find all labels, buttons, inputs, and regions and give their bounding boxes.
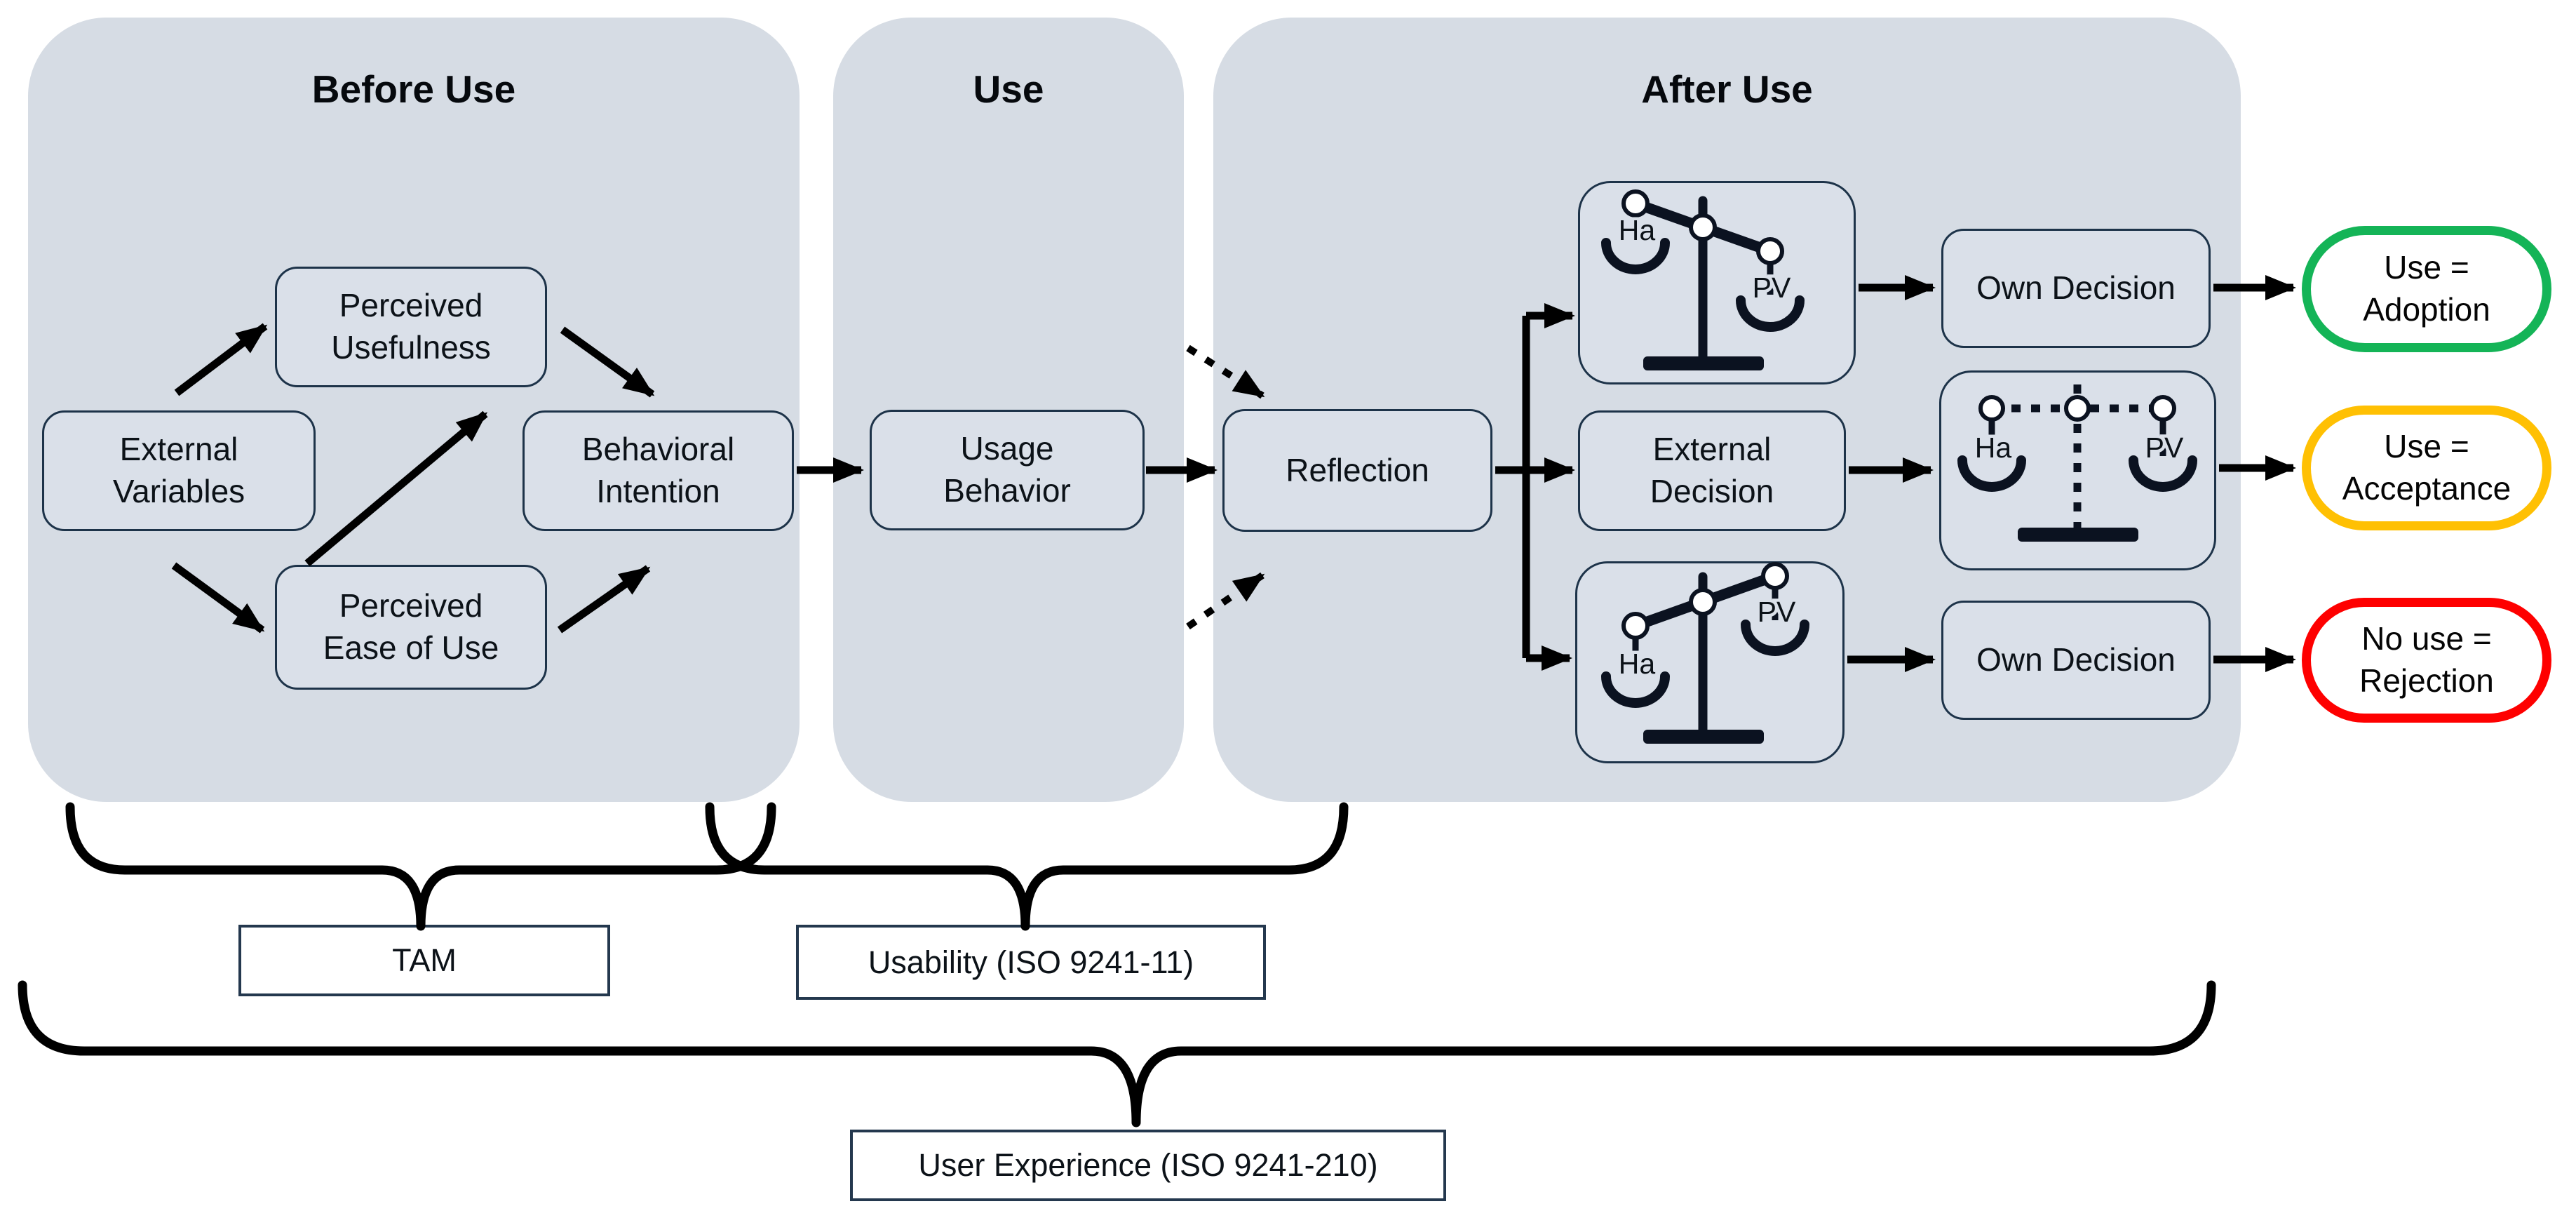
node-label: Reflection bbox=[1286, 451, 1429, 488]
node-label: Own Decision bbox=[1976, 641, 2176, 678]
framework-label-text: Usability (ISO 9241-11) bbox=[868, 944, 1194, 980]
framework-label-tam: TAM bbox=[238, 925, 610, 996]
node-label: Behavior bbox=[943, 472, 1071, 509]
scale-box-ha-heavier bbox=[1575, 561, 1845, 763]
outcome-label: Rejection bbox=[2359, 662, 2494, 699]
node-label: Perceived bbox=[339, 287, 483, 324]
brace-usability bbox=[705, 802, 1349, 931]
node-label: Usefulness bbox=[331, 329, 491, 366]
outcome-label: Acceptance bbox=[2342, 470, 2511, 507]
node-external-decision: External Decision bbox=[1578, 410, 1846, 531]
node-label: Own Decision bbox=[1976, 269, 2176, 307]
scale-box-pv-heavier bbox=[1578, 181, 1856, 384]
node-behavioral-intention: Behavioral Intention bbox=[522, 410, 794, 531]
brace-tam bbox=[65, 802, 776, 931]
scale-box-balanced bbox=[1939, 370, 2216, 570]
outcome-label: Use = bbox=[2384, 249, 2469, 286]
node-reflection: Reflection bbox=[1222, 409, 1492, 532]
node-perceived-ease-of-use: Perceived Ease of Use bbox=[275, 565, 547, 690]
node-label: Variables bbox=[112, 473, 245, 509]
node-own-decision-top: Own Decision bbox=[1941, 229, 2211, 348]
node-label: External bbox=[1652, 431, 1772, 468]
outcome-pill-rejection: No use = Rejection bbox=[2302, 598, 2551, 723]
node-label: Usage bbox=[960, 430, 1054, 467]
brace-user-experience bbox=[18, 980, 2216, 1127]
node-label: Decision bbox=[1650, 473, 1774, 509]
outcome-pill-acceptance: Use = Acceptance bbox=[2302, 406, 2551, 530]
framework-label-user-experience: User Experience (ISO 9241-210) bbox=[850, 1130, 1446, 1201]
framework-label-text: TAM bbox=[392, 942, 457, 978]
outcome-label: Use = bbox=[2384, 428, 2469, 465]
node-usage-behavior: Usage Behavior bbox=[870, 410, 1145, 530]
node-label: Perceived bbox=[339, 587, 483, 624]
framework-label-text: User Experience (ISO 9241-210) bbox=[918, 1147, 1378, 1183]
node-own-decision-bottom: Own Decision bbox=[1941, 601, 2211, 720]
node-label: Ease of Use bbox=[323, 629, 499, 666]
phase-title-before-use: Before Use bbox=[311, 67, 516, 111]
outcome-label: No use = bbox=[2361, 620, 2492, 657]
node-label: Behavioral bbox=[581, 431, 735, 468]
node-label: External bbox=[119, 431, 238, 468]
phase-title-use: Use bbox=[973, 67, 1044, 111]
phase-title-after-use: After Use bbox=[1641, 67, 1813, 111]
outcome-label: Adoption bbox=[2363, 291, 2490, 328]
framework-label-usability: Usability (ISO 9241-11) bbox=[796, 925, 1266, 1000]
node-external-variables: External Variables bbox=[42, 410, 316, 531]
node-label: Intention bbox=[596, 473, 720, 509]
outcome-pill-adoption: Use = Adoption bbox=[2302, 226, 2551, 352]
node-perceived-usefulness: Perceived Usefulness bbox=[275, 267, 547, 387]
